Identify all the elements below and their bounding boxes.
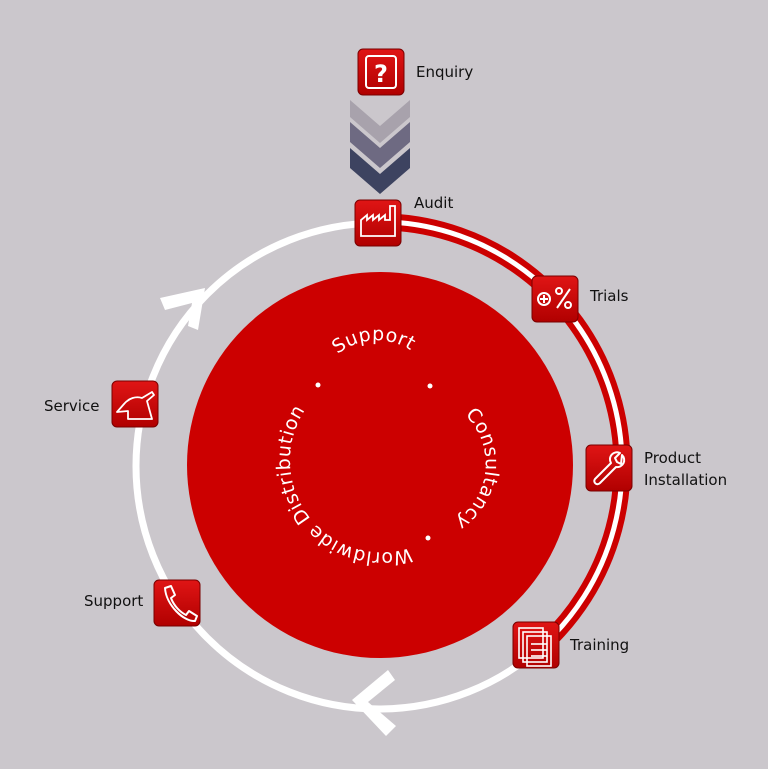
- trials-step[interactable]: Trials: [531, 275, 629, 323]
- wrench-icon: [593, 451, 626, 486]
- question-icon: ?: [365, 55, 397, 89]
- product-installation-step[interactable]: Product Installation: [585, 444, 727, 492]
- audit-step[interactable]: Audit: [354, 194, 453, 247]
- training-label: Training: [569, 636, 629, 654]
- plus-percent-icon: [537, 287, 572, 309]
- service-step[interactable]: Service: [44, 380, 159, 428]
- support-step[interactable]: Support: [84, 579, 201, 627]
- support-label: Support: [84, 592, 143, 610]
- arrow-left: [352, 670, 396, 736]
- chevron-dark: [350, 148, 410, 194]
- product-installation-label-line1: Product: [644, 449, 701, 467]
- factory-icon: [360, 205, 396, 237]
- svg-text:?: ?: [374, 60, 388, 88]
- center-dot: [315, 382, 321, 388]
- enquiry-step[interactable]: ? Enquiry: [357, 48, 473, 96]
- product-installation-label-line2: Installation: [644, 471, 727, 489]
- center-dot: [425, 535, 431, 541]
- oil-can-icon: [116, 391, 155, 420]
- training-step[interactable]: Training: [512, 621, 629, 669]
- documents-icon: [518, 627, 552, 667]
- arrow-up-right: [160, 288, 205, 330]
- highlight-arc-inner: [389, 219, 625, 652]
- chevron-light: [350, 100, 410, 143]
- center-circle: [187, 272, 573, 658]
- phone-icon: [164, 585, 198, 622]
- service-label: Service: [44, 397, 99, 415]
- chevron-mid: [350, 122, 410, 168]
- trials-label: Trials: [589, 287, 629, 305]
- audit-label: Audit: [414, 194, 453, 212]
- enquiry-label: Enquiry: [416, 63, 473, 81]
- center-dot: [427, 383, 433, 389]
